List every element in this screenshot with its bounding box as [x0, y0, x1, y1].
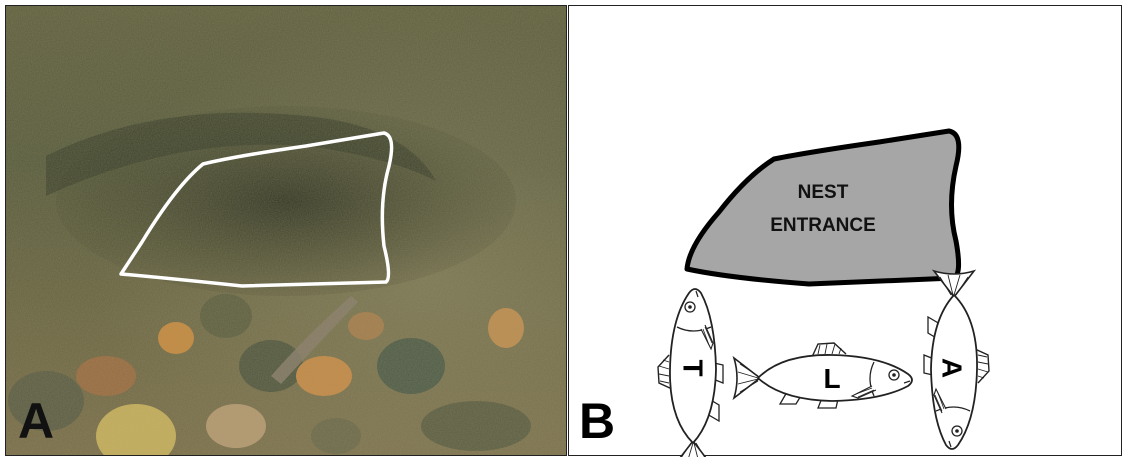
underwater-photo [6, 6, 567, 456]
panel-b-diagram: NEST ENTRANCE [568, 5, 1122, 456]
nest-label-line2: ENTRANCE [770, 215, 876, 236]
fish-t-label: T [678, 359, 709, 376]
nest-label-line1: NEST [798, 182, 849, 203]
fish-a-label: A [937, 358, 968, 378]
nest-diagram: NEST ENTRANCE [569, 6, 1123, 457]
panel-a-photo: A [5, 5, 567, 456]
nest-entrance-shape [687, 131, 959, 284]
fish-l-label: L [823, 363, 840, 394]
panel-a-letter: A [18, 396, 54, 446]
panel-b-letter: B [579, 396, 615, 446]
